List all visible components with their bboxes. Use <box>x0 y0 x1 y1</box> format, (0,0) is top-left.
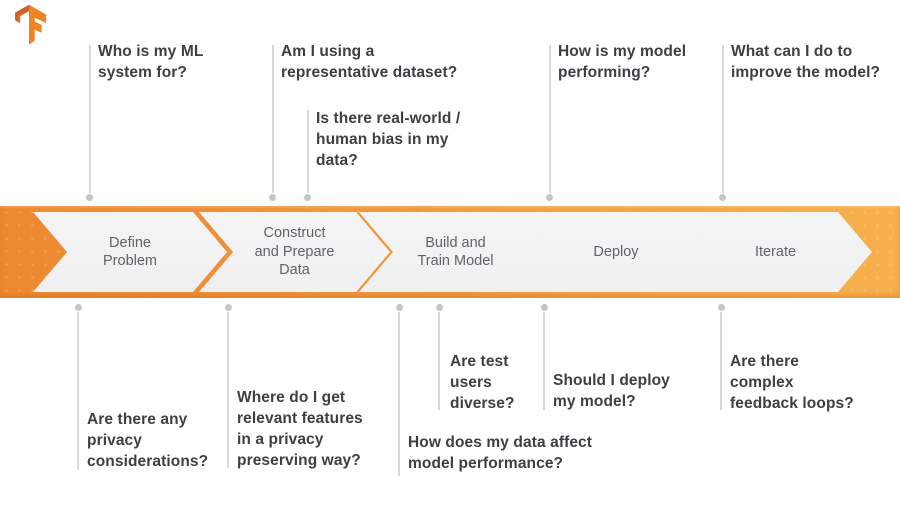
question-who-is-system-for: Who is my ML system for? <box>98 43 204 81</box>
connector-dot <box>436 304 443 311</box>
connector-line <box>438 312 440 410</box>
connector-line <box>89 45 91 193</box>
stage-construct-prepare-data: Construct and Prepare Data <box>199 212 390 292</box>
connector-dot <box>541 304 548 311</box>
connector-line <box>77 312 79 470</box>
connector-line <box>543 312 545 410</box>
connector-dot <box>396 304 403 311</box>
question-feedback-loops: Are there complex feedback loops? <box>730 353 854 412</box>
tensorflow-logo-icon <box>15 4 47 45</box>
connector-dot <box>718 304 725 311</box>
question-privacy-considerations: Are there any privacy considerations? <box>87 411 209 470</box>
question-model-performing: How is my model performing? <box>558 43 687 81</box>
connector-line <box>398 312 400 476</box>
question-should-deploy: Should I deploy my model? <box>553 372 670 410</box>
question-data-affect-performance: How does my data affect model performanc… <box>408 434 593 472</box>
connector-dot <box>75 304 82 311</box>
connector-dot <box>546 194 553 201</box>
connector-line <box>272 45 274 193</box>
connector-line <box>722 45 724 193</box>
question-improve-model: What can I do to improve the model? <box>731 43 881 81</box>
question-test-users-diverse: Are test users diverse? <box>450 353 515 412</box>
connector-dot <box>304 194 311 201</box>
connector-line <box>227 312 229 468</box>
question-privacy-preserving-features: Where do I get relevant features in a pr… <box>237 389 363 469</box>
question-representative-dataset: Am I using a representative dataset? <box>281 43 458 81</box>
connector-line <box>307 110 309 193</box>
connector-line <box>549 45 551 193</box>
workflow-banner: Define Problem Construct and Prepare Dat… <box>0 206 900 298</box>
connector-dot <box>719 194 726 201</box>
connector-dot <box>86 194 93 201</box>
connector-dot <box>225 304 232 311</box>
connector-dot <box>269 194 276 201</box>
connector-line <box>720 312 722 410</box>
question-human-bias: Is there real-world / human bias in my d… <box>316 110 461 169</box>
stage-define-problem: Define Problem <box>33 212 227 292</box>
